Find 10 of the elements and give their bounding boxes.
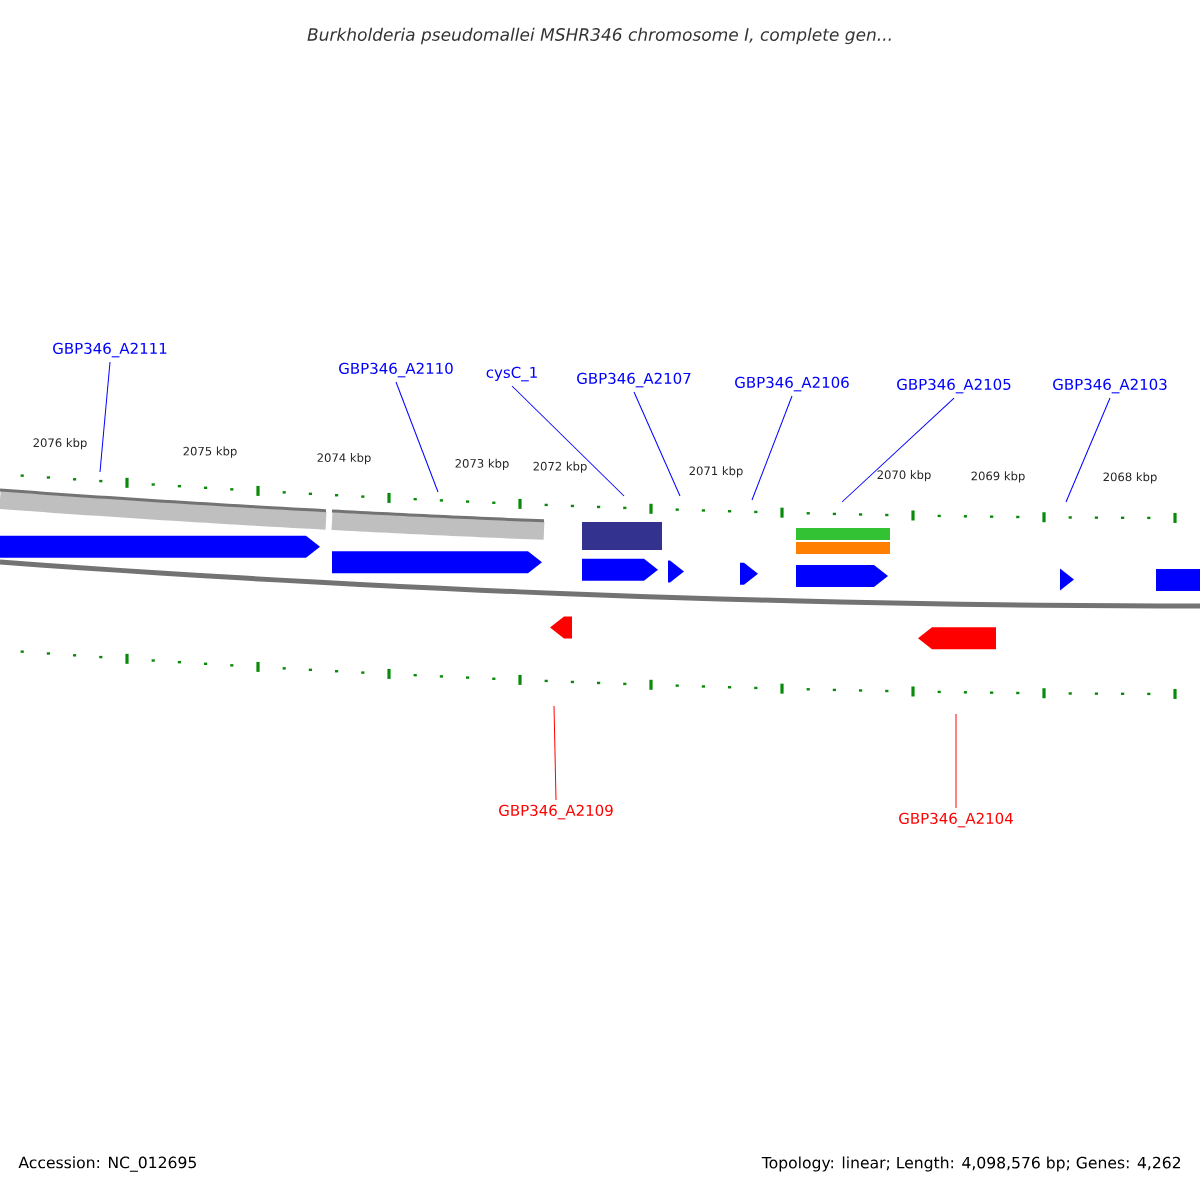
leader-line <box>633 391 681 497</box>
leader-line <box>99 361 111 473</box>
leader-line <box>1065 397 1111 503</box>
leader-line <box>955 713 957 809</box>
leader-line <box>841 397 955 503</box>
title: Burkholderia pseudomallei MSHR346 chromosome I, complete gen... <box>307 27 891 45</box>
leader-line <box>751 395 793 501</box>
leader-line <box>553 705 557 801</box>
leader-line <box>511 385 625 497</box>
leader-line <box>395 381 439 493</box>
